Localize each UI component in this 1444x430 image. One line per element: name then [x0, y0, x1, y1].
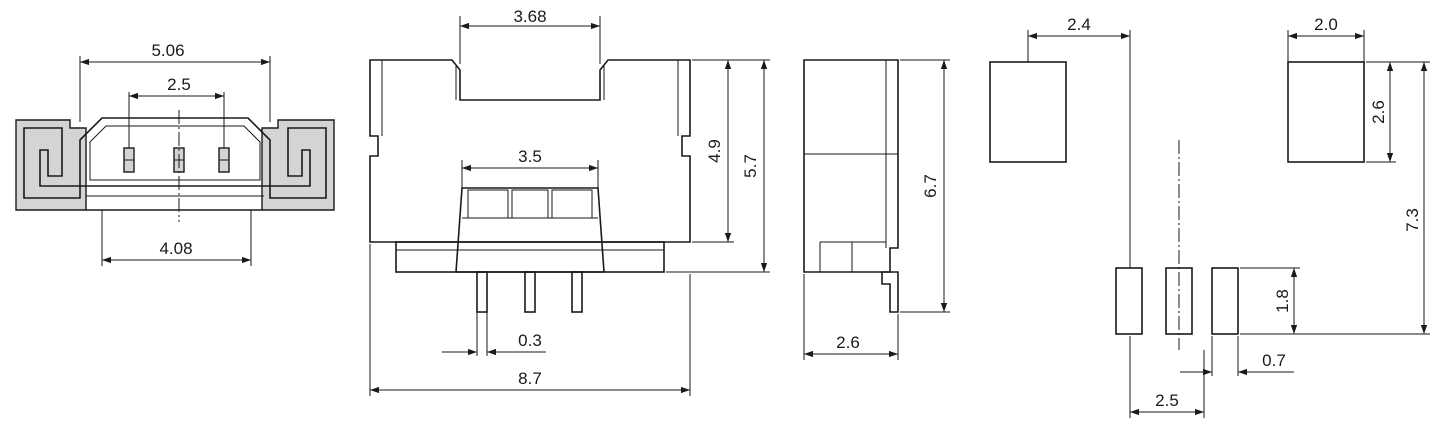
front-view: 5.06 2.5 4.08 [15, 41, 335, 266]
dim-small-pad-pitch: 2.5 [1155, 391, 1179, 410]
dim-top-pin-width: 0.3 [518, 331, 542, 350]
dim-pad-total-height: 7.3 [1403, 208, 1422, 232]
dim-top-total-height: 5.7 [741, 154, 760, 178]
dim-side-depth: 2.6 [836, 333, 860, 352]
dim-front-overall-width: 5.06 [151, 41, 184, 60]
top-view: 3.68 3.5 4.9 5.7 0.3 8.7 [369, 7, 770, 396]
dim-top-slot-width: 3.68 [513, 7, 546, 26]
dim-small-pad-height: 1.8 [1273, 289, 1292, 313]
dim-top-housing-height: 4.9 [705, 139, 724, 163]
dim-front-pin-pitch: 2.5 [167, 75, 191, 94]
dim-side-height: 6.7 [921, 174, 940, 198]
dim-pad-height: 2.6 [1369, 100, 1388, 124]
dim-small-pad-width: 0.7 [1262, 351, 1286, 370]
dim-pad-width: 2.0 [1314, 15, 1338, 34]
side-view: 6.7 2.6 [803, 59, 950, 360]
dim-front-bottom-width: 4.08 [159, 239, 192, 258]
dim-top-overall-width: 8.7 [518, 369, 542, 388]
dim-top-pin-span: 3.5 [518, 147, 542, 166]
pcb-layout: 2.4 2.0 2.6 7.3 1.8 0.7 2.5 [989, 15, 1430, 418]
dim-pad-offset: 2.4 [1067, 15, 1091, 34]
